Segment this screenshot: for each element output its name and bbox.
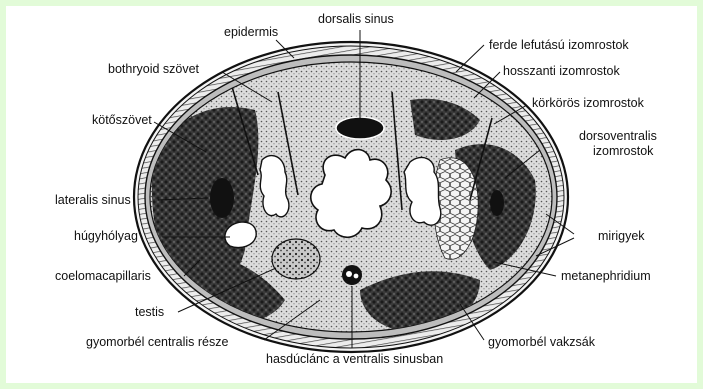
dorsal-sinus xyxy=(336,117,384,139)
label-dorsoventralis-line2: izomrostok xyxy=(593,144,654,158)
label-epidermis: epidermis xyxy=(224,25,278,39)
nerve-cord-fibre-2 xyxy=(354,274,359,279)
lateral-sinus-right xyxy=(490,190,504,216)
label-ferde-izomrostok: ferde lefutású izomrostok xyxy=(489,38,629,52)
label-kotoszovet: kötőszövet xyxy=(92,113,152,127)
label-metanephridium: metanephridium xyxy=(561,269,651,283)
label-hosszanti-izomrostok: hosszanti izomrostok xyxy=(503,64,620,78)
label-mirigyek: mirigyek xyxy=(598,229,645,243)
label-testis: testis xyxy=(135,305,164,319)
label-korkoros-izomrostok: körkörös izomrostok xyxy=(532,96,645,110)
ventral-nerve-cord xyxy=(342,265,362,285)
lateral-sinus-left xyxy=(210,178,234,218)
label-hasduclanc: hasdúclánc a ventralis sinusban xyxy=(266,352,443,366)
nerve-cord-fibre-1 xyxy=(346,271,352,277)
gut-caecum-left xyxy=(260,156,289,217)
testis xyxy=(272,239,320,279)
label-bothryoid-szovet: bothryoid szövet xyxy=(108,62,200,76)
label-hugyholyag: húgyhólyag xyxy=(74,229,138,243)
label-coelomacapillaris: coelomacapillaris xyxy=(55,269,151,283)
label-gyomorbel-centralis: gyomorbél centralis része xyxy=(86,335,228,349)
label-dorsalis-sinus: dorsalis sinus xyxy=(318,12,394,26)
label-gyomorbel-vakzsak: gyomorbél vakzsák xyxy=(488,335,596,349)
label-lateralis-sinus: lateralis sinus xyxy=(55,193,131,207)
label-dorsoventralis-line1: dorsoventralis xyxy=(579,129,657,143)
urinary-bladder xyxy=(225,222,256,248)
